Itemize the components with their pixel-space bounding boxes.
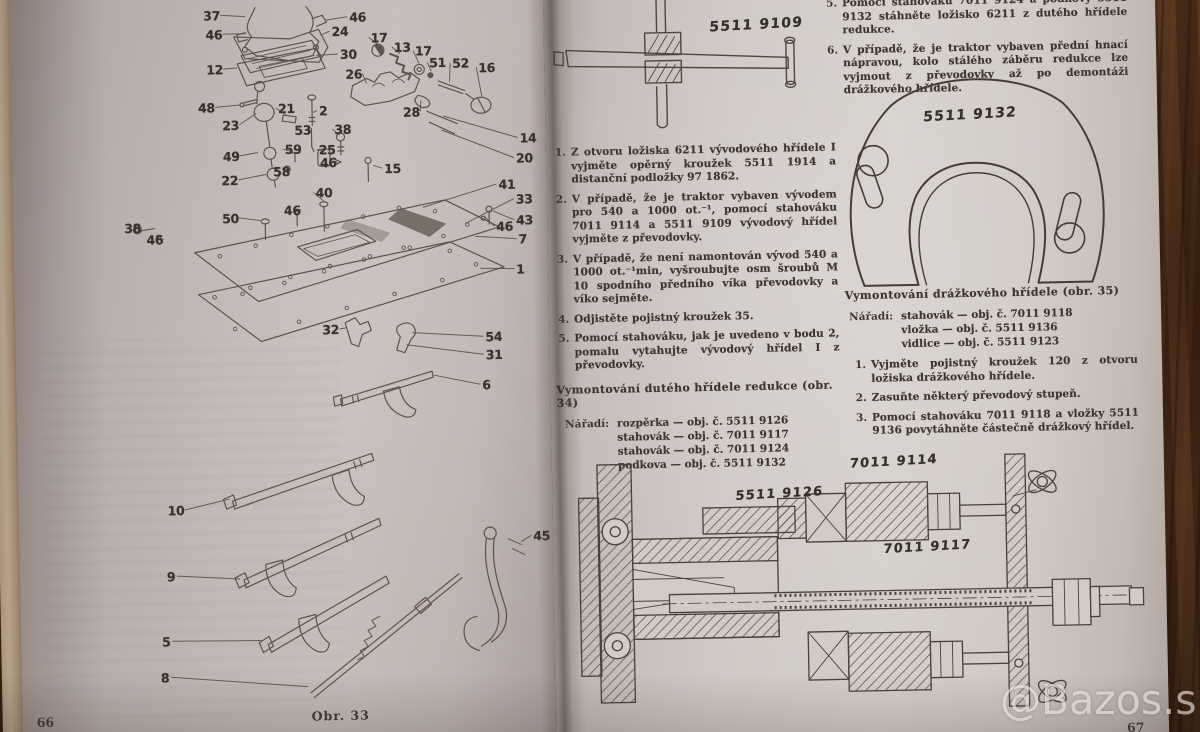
- step-text: V případě, že není namontován vývod 540 …: [572, 247, 839, 306]
- instruction-step: 5.Pomocí stahováku 7011 9124 a podkovy 5…: [823, 0, 1128, 38]
- part-callout-33: 33: [515, 191, 533, 207]
- part-callout-20: 20: [515, 150, 533, 166]
- callout-leader-lines: [134, 14, 532, 688]
- step-number: 2.: [555, 193, 567, 206]
- step-text: Z otvoru ložiska 6211 vývodového hřídele…: [570, 141, 837, 186]
- section1-heading: Vymontování dutého hřídele redukce (obr.…: [556, 378, 834, 410]
- part-callout-46: 46: [496, 218, 514, 234]
- steps-list-left: 1.Z otvoru ložiska 6211 vývodového hříde…: [552, 141, 840, 373]
- part-callout-7: 7: [518, 231, 528, 247]
- part-callout-17: 17: [370, 30, 388, 46]
- part-callout-28: 28: [402, 104, 421, 120]
- part-callout-59: 59: [284, 141, 302, 158]
- part-callout-58: 58: [273, 163, 291, 180]
- part-callout-54: 54: [485, 328, 503, 345]
- part-callout-26: 26: [345, 66, 363, 82]
- exploded-diagram-obr-33: [132, 5, 526, 699]
- figure-cross-section-pullers: [577, 453, 1145, 707]
- text-column-right-bottom: Vymontování drážkového hřídele (obr. 35)…: [845, 284, 1140, 445]
- part-callout-52: 52: [452, 55, 470, 71]
- part-callout-50: 50: [221, 210, 240, 227]
- part-callout-51: 51: [429, 54, 447, 71]
- instruction-step: 2. V případě, že je traktor vybaven vývod…: [553, 188, 838, 247]
- step-number: 2.: [855, 391, 867, 405]
- instruction-step: 1.Z otvoru ložiska 6211 vývodového hříde…: [552, 141, 837, 187]
- step-text: Pomocí stahováku 7011 9118 a vložky 5511…: [871, 406, 1140, 437]
- part-callout-41: 41: [498, 176, 516, 192]
- part-callout-38: 38: [334, 121, 352, 138]
- part-callout-24: 24: [331, 23, 349, 40]
- part-callout-6: 6: [482, 377, 491, 393]
- figure-puller-5511-9109: [553, 0, 797, 129]
- step-number: 3.: [556, 253, 569, 266]
- part-callout-1: 1: [515, 261, 525, 277]
- part-callout-46: 46: [349, 9, 367, 25]
- instruction-step: 3.V případě, že není namontován vývod 54…: [554, 248, 839, 307]
- instruction-step: 1.Vyjměte pojistný kroužek 120 z otvoru …: [852, 354, 1138, 386]
- part-callout-16: 16: [478, 59, 496, 76]
- part-callout-10: 10: [167, 503, 185, 519]
- part-callout-9: 9: [166, 569, 176, 585]
- part-callout-5: 5: [162, 634, 171, 650]
- step-text: Pomocí stahováku 7011 9124 a podkovy 551…: [841, 0, 1128, 37]
- instruction-step: 3.Pomocí stahováku 7011 9118 a vložky 55…: [853, 406, 1139, 438]
- figure-caption-obr33: Obr. 33: [311, 707, 370, 724]
- instruction-step: 5. Pomocí stahováku, jak je uvedeno v bod…: [555, 327, 840, 373]
- part-callout-46: 46: [205, 27, 223, 43]
- part-callout-45: 45: [533, 527, 551, 544]
- part-callout-49: 49: [222, 148, 240, 165]
- step-number: 5.: [826, 0, 838, 10]
- instruction-step: 2. Zasuňte některý převodový stupeň.: [853, 387, 1139, 406]
- part-callout-12: 12: [206, 62, 224, 78]
- part-callout-21: 21: [277, 100, 295, 117]
- step-text: Zasuňte některý převodový stupeň.: [871, 387, 1081, 404]
- part-callout-40: 40: [315, 185, 333, 201]
- part-callout-46: 46: [283, 202, 301, 219]
- bazos-watermark: @Bazos.sk: [1000, 676, 1200, 724]
- part-callout-23: 23: [222, 117, 240, 134]
- steps-list-section2: 1.Vyjměte pojistný kroužek 120 z otvoru …: [846, 354, 1139, 439]
- part-callout-46: 46: [319, 155, 337, 171]
- step-text: Pomocí stahováku, jak je uvedeno v bodu …: [574, 327, 840, 372]
- part-callout-2: 2: [318, 103, 328, 119]
- part-callout-30: 30: [339, 46, 357, 62]
- part-callout-48: 48: [197, 100, 215, 116]
- part-callout-15: 15: [384, 160, 402, 177]
- figure-horseshoe-5511-9132: [849, 78, 1105, 287]
- page-number-left: 66: [36, 714, 55, 730]
- part-callout-53: 53: [294, 122, 312, 138]
- part-callout-43: 43: [516, 212, 534, 228]
- instruction-step: 4.Odjistěte pojistný kroužek 35.: [555, 308, 839, 327]
- text-column-left: 1.Z otvoru ložiska 6211 vývodového hříde…: [552, 141, 842, 473]
- step-number: 3.: [855, 411, 868, 424]
- step-number: 4.: [558, 313, 570, 326]
- part-callout-22: 22: [221, 172, 239, 189]
- step-number: 1.: [554, 146, 567, 159]
- part-callout-14: 14: [519, 130, 537, 146]
- part-callout-37: 37: [203, 8, 221, 24]
- step-number: 5.: [558, 332, 570, 345]
- part-callout-46: 46: [146, 232, 164, 248]
- step-text: Odjistěte pojistný kroužek 35.: [573, 309, 754, 325]
- step-number: 6.: [826, 43, 839, 57]
- step-text: V případě, že je traktor vybaven vývodem…: [571, 187, 838, 246]
- part-callout-32: 32: [322, 322, 340, 338]
- part-callout-38: 38: [124, 220, 142, 237]
- part-callout-31: 31: [485, 346, 503, 363]
- tool-item: vidlice — obj. č. 5511 9123: [901, 335, 1060, 351]
- step-number: 1.: [854, 358, 867, 372]
- tools-label: Nářadí:: [848, 310, 894, 324]
- step-text: Vyjměte pojistný kroužek 120 z otvoru lo…: [870, 353, 1139, 385]
- part-callout-8: 8: [160, 670, 170, 686]
- part-callout-13: 13: [393, 39, 411, 55]
